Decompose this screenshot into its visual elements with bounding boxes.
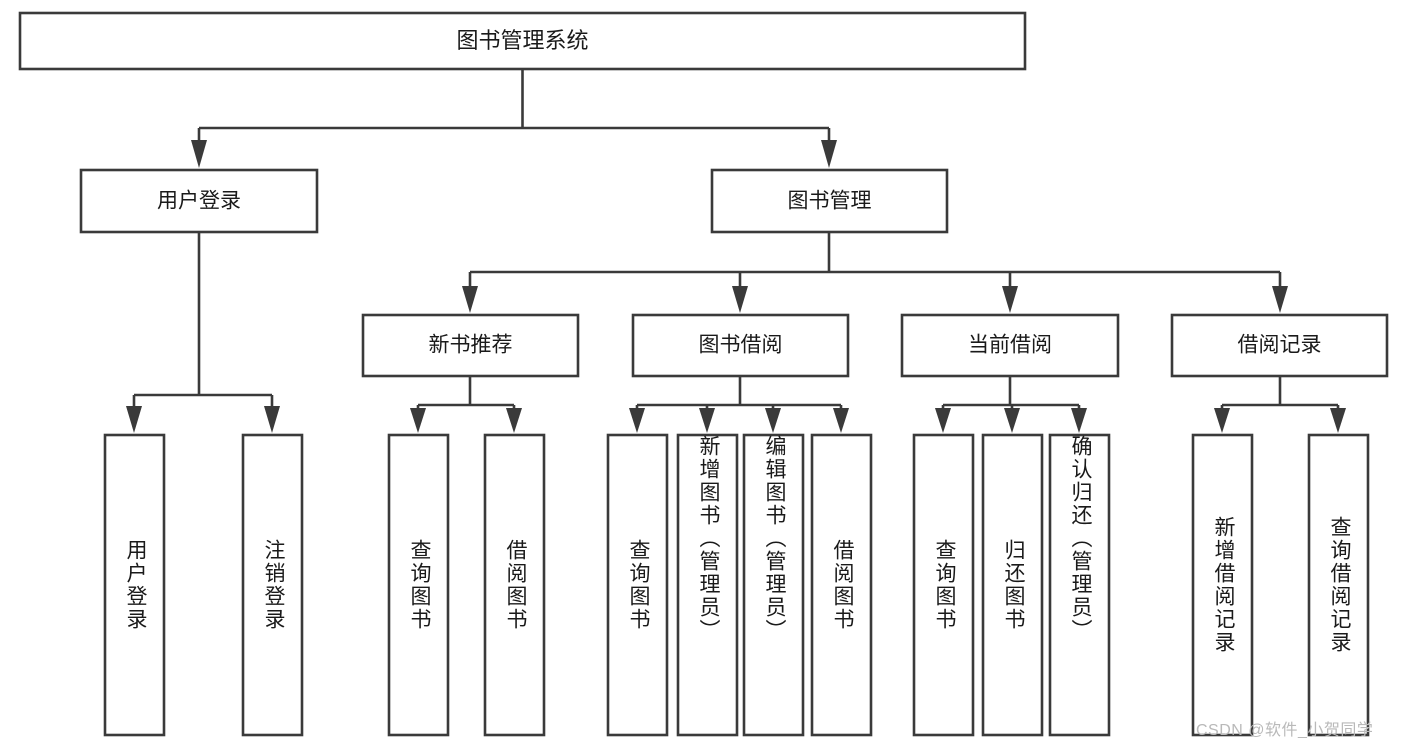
arrow-head-br-2 [1330, 408, 1346, 433]
arrow-head-nb-1 [410, 408, 426, 433]
arrow-head-book-manage [821, 140, 837, 168]
arrow-head-cb-3 [1071, 408, 1087, 433]
arrow-head-nb-2 [506, 408, 522, 433]
node-new-book-label: 新书推荐 [429, 334, 513, 357]
connector-layer [126, 69, 1346, 433]
node-borrow-record-box[interactable] [1170, 313, 1389, 378]
arrow-head-ul-1 [126, 406, 142, 433]
leaf-box-user-login-1[interactable] [103, 433, 166, 737]
node-current-borrow-box[interactable] [900, 313, 1120, 378]
arrow-head-bb-3 [765, 408, 781, 433]
node-book-borrow-label: 图书借阅 [699, 334, 783, 357]
node-current-borrow-label: 当前借阅 [968, 334, 1052, 357]
node-root-label: 图书管理系统 [456, 28, 588, 53]
leaf-box-book-borrow-3[interactable] [742, 433, 805, 737]
leaf-box-borrow-record-1[interactable] [1191, 433, 1254, 737]
node-book-borrow-box[interactable] [631, 313, 850, 378]
node-user-login-box[interactable] [79, 168, 319, 234]
node-layer: 图书管理系统 用户登录 图书管理 新书推荐 图书借阅 当前借阅 借阅记录 [18, 11, 1389, 737]
arrow-head-l3-4 [1272, 286, 1288, 313]
node-new-book-box[interactable] [361, 313, 580, 378]
arrow-head-br-1 [1214, 408, 1230, 433]
leaf-box-current-borrow-2[interactable] [981, 433, 1044, 737]
node-book-manage-box[interactable] [710, 168, 949, 234]
leaf-box-new-book-1[interactable] [387, 433, 450, 737]
arrow-head-cb-1 [935, 408, 951, 433]
leaf-box-user-login-2[interactable] [241, 433, 304, 737]
arrow-head-bb-4 [833, 408, 849, 433]
node-root-box[interactable] [18, 11, 1027, 71]
leaf-box-current-borrow-1[interactable] [912, 433, 975, 737]
arrow-head-l3-1 [462, 286, 478, 313]
arrow-head-user-login [191, 140, 207, 168]
leaf-box-book-borrow-2[interactable] [676, 433, 739, 737]
watermark-label: CSDN @软件_小贺同学 [1196, 722, 1374, 739]
node-book-manage-label: 图书管理 [788, 190, 872, 213]
node-borrow-record-label: 借阅记录 [1238, 334, 1322, 357]
leaf-box-book-borrow-1[interactable] [606, 433, 669, 737]
leaf-box-borrow-record-2[interactable] [1307, 433, 1370, 737]
arrow-head-l3-2 [732, 286, 748, 313]
arrow-head-cb-2 [1004, 408, 1020, 433]
arrow-head-bb-2 [699, 408, 715, 433]
arrow-head-l3-3 [1002, 286, 1018, 313]
arrow-head-bb-1 [629, 408, 645, 433]
node-user-login-label: 用户登录 [157, 190, 241, 213]
leaf-box-current-borrow-3[interactable] [1048, 433, 1111, 737]
arrow-head-ul-2 [264, 406, 280, 433]
leaf-box-book-borrow-4[interactable] [810, 433, 873, 737]
leaf-box-new-book-2[interactable] [483, 433, 546, 737]
